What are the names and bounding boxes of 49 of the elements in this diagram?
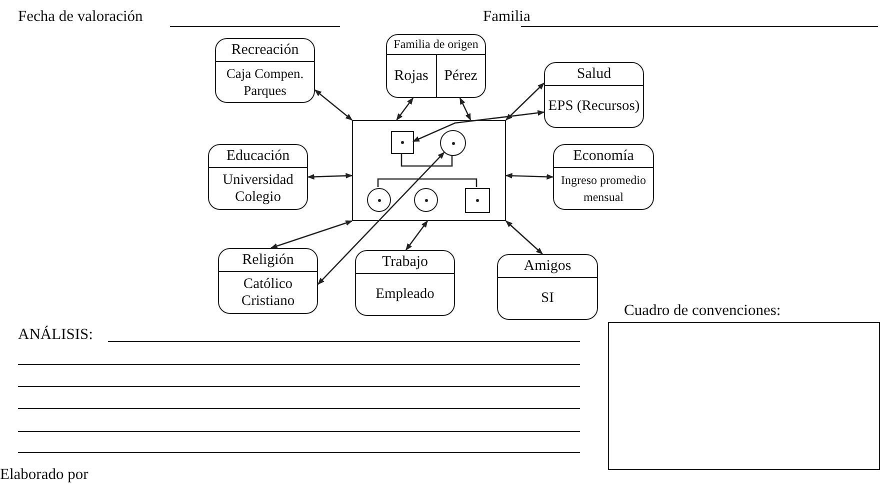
box-text: SI <box>541 290 554 307</box>
circle-symbol <box>367 188 391 212</box>
category-box <box>386 34 486 98</box>
category-box <box>553 144 654 210</box>
cell-text: Rojas <box>393 66 430 86</box>
box-text: Ingreso promedio mensual <box>560 172 647 206</box>
arrow <box>459 97 472 121</box>
arrow <box>270 220 353 249</box>
box-heading: Salud <box>545 63 643 86</box>
box-text: Empleado <box>376 286 434 303</box>
square-symbol <box>465 188 490 213</box>
box-heading: Economía <box>554 145 653 168</box>
box-text: Universidad Colegio <box>222 172 294 206</box>
category-box <box>218 248 318 314</box>
field-label: Fecha de valoración <box>18 8 143 26</box>
field-label: ANÁLISIS: <box>18 326 93 344</box>
arrow <box>307 172 353 180</box>
connector-line <box>400 153 453 167</box>
box-heading: Amigos <box>498 255 597 278</box>
box-text: Caja Compen. Parques <box>225 65 305 99</box>
field-label: Familia <box>483 8 530 26</box>
category-box <box>544 62 644 128</box>
cell-text: Pérez <box>436 55 485 97</box>
arrow <box>405 220 428 251</box>
box-heading: Educación <box>209 145 307 168</box>
arrow <box>412 110 545 142</box>
square-symbol <box>391 131 414 154</box>
field-label: Elaborado por <box>0 466 88 484</box>
family-frame <box>352 120 506 221</box>
box-heading: Religión <box>219 249 317 272</box>
arrow <box>506 82 544 120</box>
box-text: EPS (Recursos) <box>548 98 640 115</box>
category-box <box>355 250 455 316</box>
box-heading: Recreación <box>216 39 314 62</box>
arrow <box>314 90 353 120</box>
category-box <box>497 254 598 320</box>
arrow <box>505 220 543 254</box>
category-box <box>208 144 308 210</box>
box-heading: Cuadro de convenciones: <box>624 302 781 320</box>
arrow <box>396 97 414 121</box>
arrow <box>318 152 445 285</box>
circle-symbol <box>440 130 466 156</box>
arrow <box>505 172 554 180</box>
circle-symbol <box>414 188 438 212</box>
box-text: Católico Cristiano <box>240 276 296 310</box>
box-heading: Trabajo <box>356 251 454 274</box>
box-heading: Familia de origen <box>387 35 485 55</box>
category-box <box>215 38 315 103</box>
connector-line <box>377 178 478 187</box>
